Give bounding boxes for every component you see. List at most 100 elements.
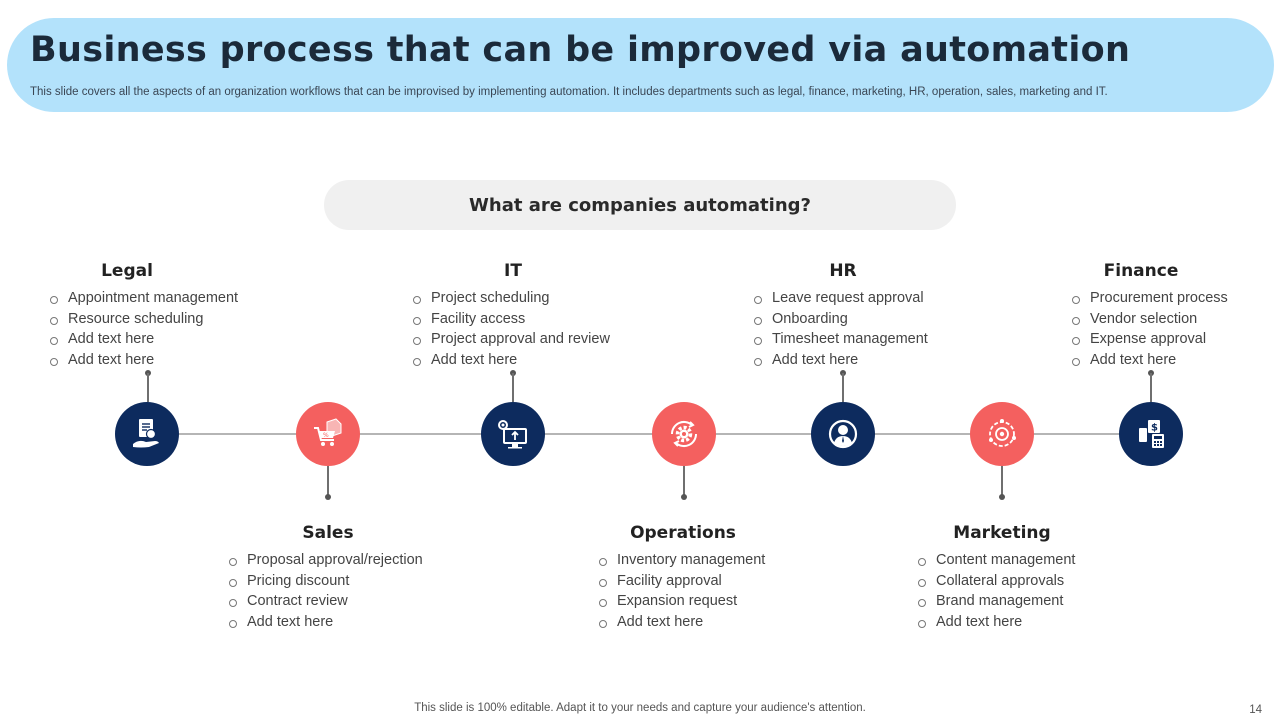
bullet-icon: [229, 599, 237, 608]
list-item: Add text here: [918, 612, 1075, 633]
question-text: What are companies automating?: [469, 194, 811, 216]
list-item: Add text here: [229, 612, 423, 633]
bullet-icon: [50, 337, 58, 346]
bullet-icon: [413, 357, 421, 366]
bullet-icon: [50, 296, 58, 305]
bullet-icon: [413, 337, 421, 346]
list-item: Resource scheduling: [50, 309, 238, 330]
dept-list-legal: Appointment management Resource scheduli…: [50, 288, 238, 370]
bullet-icon: [599, 558, 607, 567]
bullet-icon: [229, 558, 237, 567]
node-hr: [811, 402, 875, 466]
list-item: Add text here: [754, 350, 928, 371]
list-item: Timesheet management: [754, 329, 928, 350]
bullet-icon: [1072, 316, 1080, 325]
bullet-icon: [599, 599, 607, 608]
connector-sales: [327, 466, 329, 496]
connector-dot: [325, 494, 331, 500]
bullet-icon: [50, 357, 58, 366]
dept-title-hr: HR: [829, 261, 857, 281]
legal-document-hand-icon: [133, 419, 159, 448]
bullet-icon: [413, 316, 421, 325]
connector-legal: [147, 373, 149, 402]
list-item: Content management: [918, 550, 1075, 571]
connector-hr: [842, 373, 844, 402]
node-it: [481, 402, 545, 466]
list-item: Add text here: [1072, 350, 1228, 371]
dept-title-operations: Operations: [630, 523, 736, 543]
node-legal: [115, 402, 179, 466]
header-banner: [7, 18, 1274, 112]
list-item: Proposal approval/rejection: [229, 550, 423, 571]
connector-it: [512, 373, 514, 402]
bullet-icon: [754, 337, 762, 346]
connector-finance: [1150, 373, 1152, 402]
list-item: Add text here: [50, 350, 238, 371]
list-item: Procurement process: [1072, 288, 1228, 309]
dept-list-operations: Inventory management Facility approval E…: [599, 550, 765, 632]
bullet-icon: [229, 619, 237, 628]
list-item: Expense approval: [1072, 329, 1228, 350]
dept-list-hr: Leave request approval Onboarding Timesh…: [754, 288, 928, 370]
list-item: Add text here: [413, 350, 610, 371]
list-item: Appointment management: [50, 288, 238, 309]
list-item: Add text here: [599, 612, 765, 633]
bullet-icon: [1072, 337, 1080, 346]
list-item: Onboarding: [754, 309, 928, 330]
bullet-icon: [1072, 357, 1080, 366]
node-marketing: [970, 402, 1034, 466]
dept-list-it: Project scheduling Facility access Proje…: [413, 288, 610, 370]
list-item: Contract review: [229, 591, 423, 612]
list-item: Facility approval: [599, 571, 765, 592]
user-profile-icon: [828, 419, 858, 449]
bullet-icon: [918, 558, 926, 567]
computer-upload-gear-icon: [498, 420, 527, 449]
dept-title-finance: Finance: [1103, 261, 1179, 281]
list-item: Project approval and review: [413, 329, 610, 350]
dept-list-marketing: Content management Collateral approvals …: [918, 550, 1075, 632]
footer-note: This slide is 100% editable. Adapt it to…: [414, 702, 866, 714]
timeline-line: [148, 433, 1152, 435]
connector-dot: [681, 494, 687, 500]
bullet-icon: [229, 578, 237, 587]
bullet-icon: [918, 619, 926, 628]
bullet-icon: [754, 316, 762, 325]
list-item: Collateral approvals: [918, 571, 1075, 592]
dollar-calculator-icon: $: [1139, 420, 1164, 448]
list-item: Expansion request: [599, 591, 765, 612]
bullet-icon: [754, 357, 762, 366]
page-title: Business process that can be improved vi…: [30, 30, 1131, 70]
page-number: 14: [1249, 704, 1262, 716]
connector-operations: [683, 466, 685, 496]
svg-text:$: $: [1151, 423, 1158, 434]
list-item: Pricing discount: [229, 571, 423, 592]
bullet-icon: [918, 599, 926, 608]
bullet-icon: [50, 316, 58, 325]
connector-dot: [999, 494, 1005, 500]
connector-marketing: [1001, 466, 1003, 496]
question-banner: What are companies automating?: [324, 180, 956, 230]
list-item: Brand management: [918, 591, 1075, 612]
node-sales: %: [296, 402, 360, 466]
node-finance: $: [1119, 402, 1183, 466]
bullet-icon: [599, 619, 607, 628]
list-item: Vendor selection: [1072, 309, 1228, 330]
dept-list-finance: Procurement process Vendor selection Exp…: [1072, 288, 1228, 370]
list-item: Project scheduling: [413, 288, 610, 309]
dept-title-marketing: Marketing: [953, 523, 1051, 543]
list-item: Inventory management: [599, 550, 765, 571]
bullet-icon: [599, 578, 607, 587]
svg-text:%: %: [323, 432, 329, 439]
marketing-target-cycle-icon: [989, 419, 1016, 447]
dept-list-sales: Proposal approval/rejection Pricing disc…: [229, 550, 423, 632]
list-item: Add text here: [50, 329, 238, 350]
dept-title-it: IT: [504, 261, 522, 281]
node-operations: [652, 402, 716, 466]
bullet-icon: [413, 296, 421, 305]
page-subtitle: This slide covers all the aspects of an …: [30, 86, 1108, 98]
list-item: Leave request approval: [754, 288, 928, 309]
dept-title-legal: Legal: [101, 261, 153, 281]
bullet-icon: [918, 578, 926, 587]
list-item: Facility access: [413, 309, 610, 330]
bullet-icon: [754, 296, 762, 305]
